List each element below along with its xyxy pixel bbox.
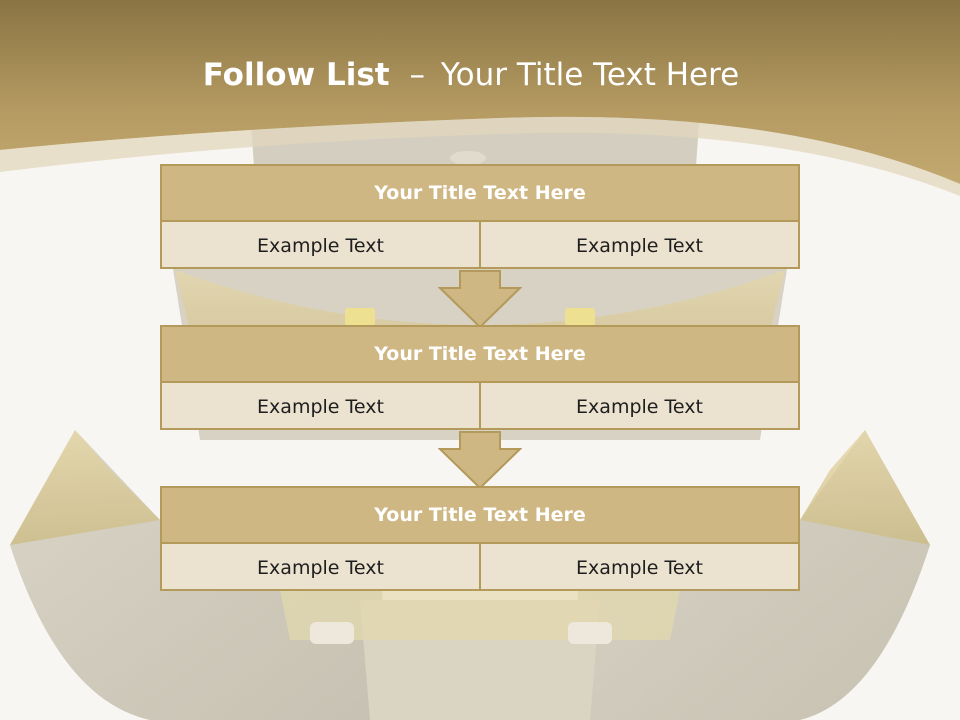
title-banner (0, 0, 960, 184)
block-row: Example Text Example Text (162, 222, 798, 269)
block-cell-right: Example Text (479, 544, 798, 591)
list-block-3: Your Title Text Here Example Text Exampl… (160, 486, 800, 591)
down-arrow-icon (438, 270, 522, 328)
block-cell-left: Example Text (257, 234, 384, 257)
block-cell-left: Example Text (257, 395, 384, 418)
slide-title: Follow List – Your Title Text Here (0, 54, 942, 96)
block-cell-right: Example Text (479, 383, 798, 430)
block-row: Example Text Example Text (162, 383, 798, 430)
title-bold-text: Follow List (202, 57, 390, 93)
list-block-1: Your Title Text Here Example Text Exampl… (160, 164, 800, 269)
block-cell-left: Example Text (257, 556, 384, 579)
list-block-2: Your Title Text Here Example Text Exampl… (160, 325, 800, 430)
down-arrow-icon (438, 431, 522, 489)
title-rest-text: Your Title Text Here (440, 57, 740, 93)
block-title: Your Title Text Here (162, 166, 798, 222)
block-cell-right: Example Text (479, 222, 798, 269)
title-separator: – (409, 57, 425, 93)
block-row: Example Text Example Text (162, 544, 798, 591)
block-title: Your Title Text Here (162, 327, 798, 383)
block-title: Your Title Text Here (162, 488, 798, 544)
